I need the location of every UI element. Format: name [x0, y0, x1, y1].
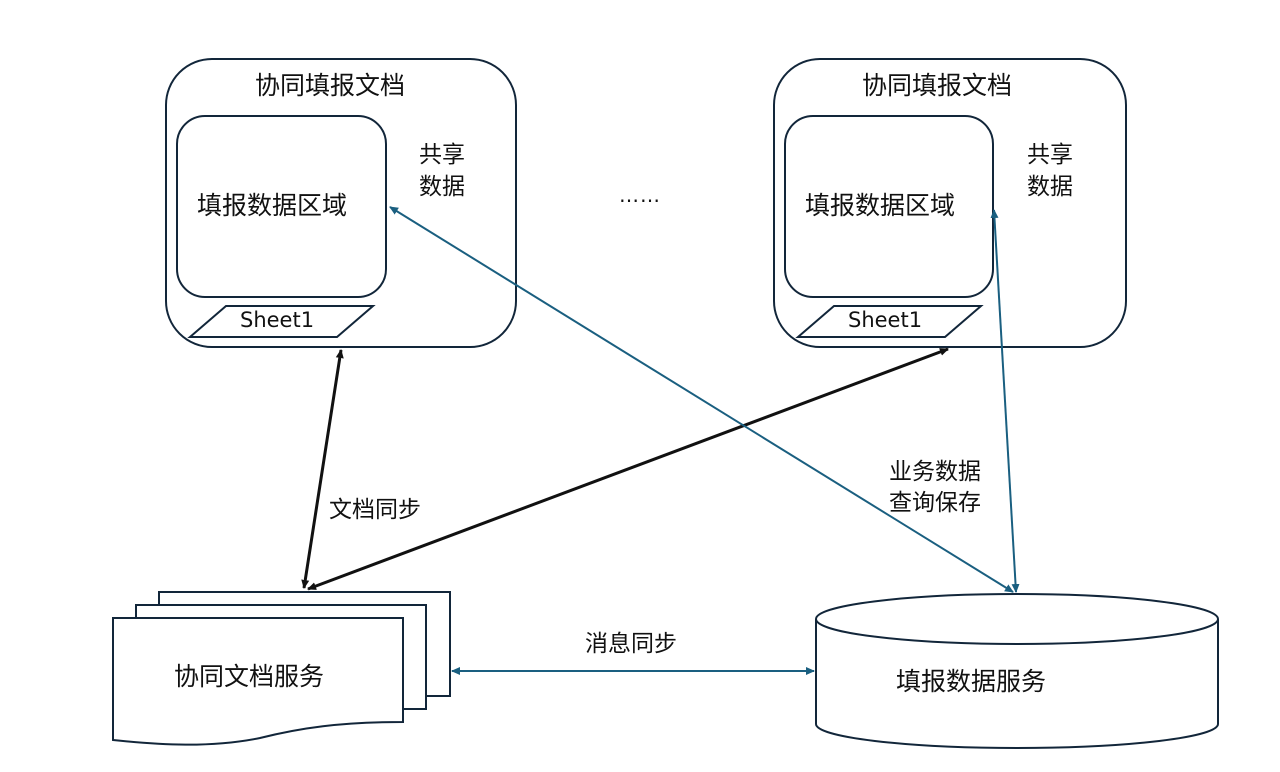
data-service-shape	[815, 593, 1219, 749]
shared-data-left-line2: 数据	[419, 174, 465, 200]
shared-data-left-line1: 共享	[419, 142, 465, 168]
document-right-title: 协同填报文档	[862, 71, 1013, 100]
doc-sync-label: 文档同步	[329, 497, 421, 523]
doc-service-label: 协同文档服务	[174, 662, 325, 691]
document-left	[165, 58, 517, 348]
doc-sync-arrow-right	[307, 347, 949, 591]
shared-data-right-line1: 共享	[1027, 142, 1073, 168]
data-service-label: 填报数据服务	[896, 667, 1047, 696]
business-data-label-line2: 查询保存	[889, 490, 981, 516]
business-data-arrow-right	[990, 209, 1020, 593]
sheet-tab-left[interactable]: Sheet1	[240, 308, 315, 332]
message-sync-label: 消息同步	[585, 631, 677, 657]
ellipsis: ……	[619, 183, 661, 207]
doc-sync-arrow-left	[301, 349, 344, 589]
business-data-arrow-left	[389, 206, 1014, 593]
data-area-right-label: 填报数据区域	[805, 191, 956, 220]
data-area-left-label: 填报数据区域	[197, 191, 348, 220]
document-left-title: 协同填报文档	[255, 71, 406, 100]
doc-service-shape	[112, 591, 451, 746]
sheet-tab-right[interactable]: Sheet1	[848, 308, 923, 332]
sheet-tab-left-shape	[187, 305, 376, 338]
data-area-left	[176, 115, 387, 298]
business-data-label-line1: 业务数据	[889, 459, 981, 485]
shared-data-right-line2: 数据	[1027, 174, 1073, 200]
